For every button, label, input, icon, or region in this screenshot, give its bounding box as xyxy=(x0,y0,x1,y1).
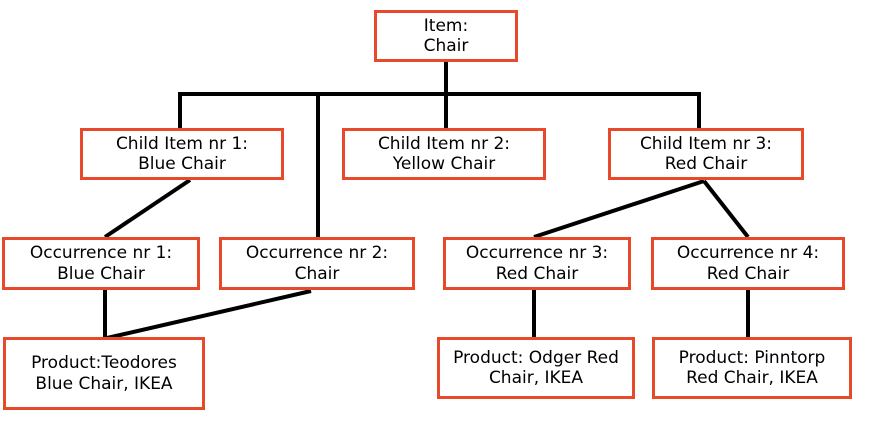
node-product-odger[interactable]: Product: Odger Red Chair, IKEA xyxy=(437,337,635,399)
edge-child-3-to-occurrence-3 xyxy=(533,179,705,239)
node-occurrence-3-label: Occurrence nr 3: Red Chair xyxy=(465,243,609,284)
edge-occurrence-2-to-product-1 xyxy=(106,289,312,340)
node-item-chair[interactable]: Item: Chair xyxy=(374,10,518,62)
edge-child-3-to-occurrence-4 xyxy=(702,179,750,239)
node-occurrence-1[interactable]: Occurrence nr 1: Blue Chair xyxy=(2,237,200,290)
node-product-teodores[interactable]: Product:Teodores Blue Chair, IKEA xyxy=(3,337,205,410)
edge-child-1-to-occurrence-1 xyxy=(103,178,192,239)
node-product-pinntorp[interactable]: Product: Pinntorp Red Chair, IKEA xyxy=(652,337,852,399)
node-child-item-2[interactable]: Child Item nr 2: Yellow Chair xyxy=(342,128,546,180)
node-occurrence-2-label: Occurrence nr 2: Chair xyxy=(245,243,389,284)
node-child-item-3[interactable]: Child Item nr 3: Red Chair xyxy=(608,128,804,180)
node-product-pinntorp-label: Product: Pinntorp Red Chair, IKEA xyxy=(678,347,826,388)
node-product-odger-label: Product: Odger Red Chair, IKEA xyxy=(453,347,619,388)
node-item-chair-label: Item: Chair xyxy=(423,15,469,56)
node-occurrence-3[interactable]: Occurrence nr 3: Red Chair xyxy=(443,237,631,290)
node-occurrence-2[interactable]: Occurrence nr 2: Chair xyxy=(219,237,415,290)
node-child-item-2-label: Child Item nr 2: Yellow Chair xyxy=(377,133,511,174)
node-product-teodores-label: Product:Teodores Blue Chair, IKEA xyxy=(31,353,177,394)
node-occurrence-4-label: Occurrence nr 4: Red Chair xyxy=(676,243,820,284)
node-child-item-1-label: Child Item nr 1: Blue Chair xyxy=(115,133,249,174)
node-occurrence-1-label: Occurrence nr 1: Blue Chair xyxy=(29,243,173,284)
node-child-item-1[interactable]: Child Item nr 1: Blue Chair xyxy=(80,128,284,180)
node-child-item-3-label: Child Item nr 3: Red Chair xyxy=(639,133,773,174)
node-occurrence-4[interactable]: Occurrence nr 4: Red Chair xyxy=(651,237,845,290)
